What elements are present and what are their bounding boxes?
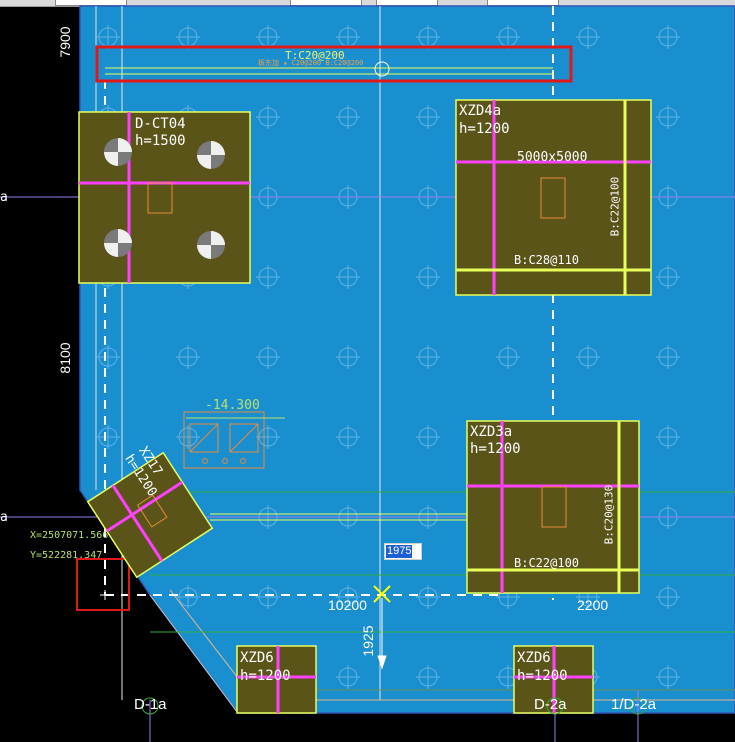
- pad-dct04-height: h=1500: [135, 133, 186, 149]
- elevation-symbol: [183, 411, 285, 469]
- elevation-value: -14.300: [205, 398, 260, 413]
- axis-label-1-d2a: 1/D-2a: [611, 696, 657, 713]
- selection-box-corner[interactable]: [76, 558, 130, 611]
- dim-left-mid: 8100: [57, 342, 73, 374]
- pad-xzd6-right-height: h=1200: [517, 668, 568, 684]
- pad-xzd3a-rebar-side: B:C20@130: [602, 484, 616, 545]
- dimension-arrow: [373, 585, 391, 670]
- coordinate-x: X=2507071.566: [30, 530, 109, 541]
- dim-bottom-10200: 10200: [328, 597, 367, 613]
- coordinate-y: Y=522281.347: [30, 550, 103, 561]
- axis-label-d2a: D-2a: [534, 696, 567, 713]
- pad-xzd4a-name: XZD4a: [459, 103, 502, 119]
- beam-rebar-sublabel: 板东加 ★ C20@200 B:C20@200: [258, 59, 364, 67]
- pad-xzd3a-name: XZD3a: [470, 424, 513, 440]
- pad-xzd6-left-name: XZD6: [240, 650, 274, 666]
- pad-xzd3a-height: h=1200: [470, 441, 521, 457]
- pad-xzd6-left-height: h=1200: [240, 668, 291, 684]
- axis-label-d1a: D-1a: [134, 696, 167, 713]
- pad-dct04[interactable]: [78, 111, 251, 284]
- pad-xzd6-right-name: XZD6: [517, 650, 551, 666]
- pad-xzd4a-size: 5000x5000: [517, 150, 588, 165]
- pad-dct04-name: D-CT04: [135, 116, 186, 132]
- dim-vertical-1925: 1925: [360, 625, 376, 657]
- axis-label-a-upper: a: [0, 190, 8, 205]
- pad-xzd4a[interactable]: [455, 99, 652, 296]
- pad-xzd6-left[interactable]: [236, 645, 317, 714]
- strip-beams: [105, 67, 553, 521]
- beam-rebar-label: T:C20@200: [285, 49, 345, 62]
- selection-box-beam[interactable]: [95, 45, 573, 83]
- pile-symbols: [104, 138, 225, 259]
- dim-bottom-2200: 2200: [577, 597, 609, 613]
- pad-xzd3a[interactable]: [466, 420, 640, 594]
- pad-xzd6-right[interactable]: [513, 645, 594, 714]
- axis-bubbles: [141, 697, 647, 715]
- pad-xzd3a-rebar-bottom: B:C22@100: [514, 556, 580, 570]
- pad-xz17[interactable]: [86, 451, 214, 579]
- pad-xzd4a-height: h=1200: [459, 121, 510, 137]
- beam-midpoint-grip[interactable]: [374, 61, 390, 77]
- corner-snap-marker: [100, 590, 110, 600]
- pad-xzd4a-rebar-side: B:C22@100: [608, 176, 622, 237]
- dynamic-dimension-value[interactable]: 1975: [386, 545, 413, 558]
- pad-xzd4a-rebar-bottom: B:C28@110: [514, 253, 580, 267]
- dim-left-top: 7900: [57, 26, 73, 58]
- axis-label-a-lower: a: [0, 510, 8, 525]
- dynamic-dimension-input[interactable]: 1975: [384, 543, 422, 560]
